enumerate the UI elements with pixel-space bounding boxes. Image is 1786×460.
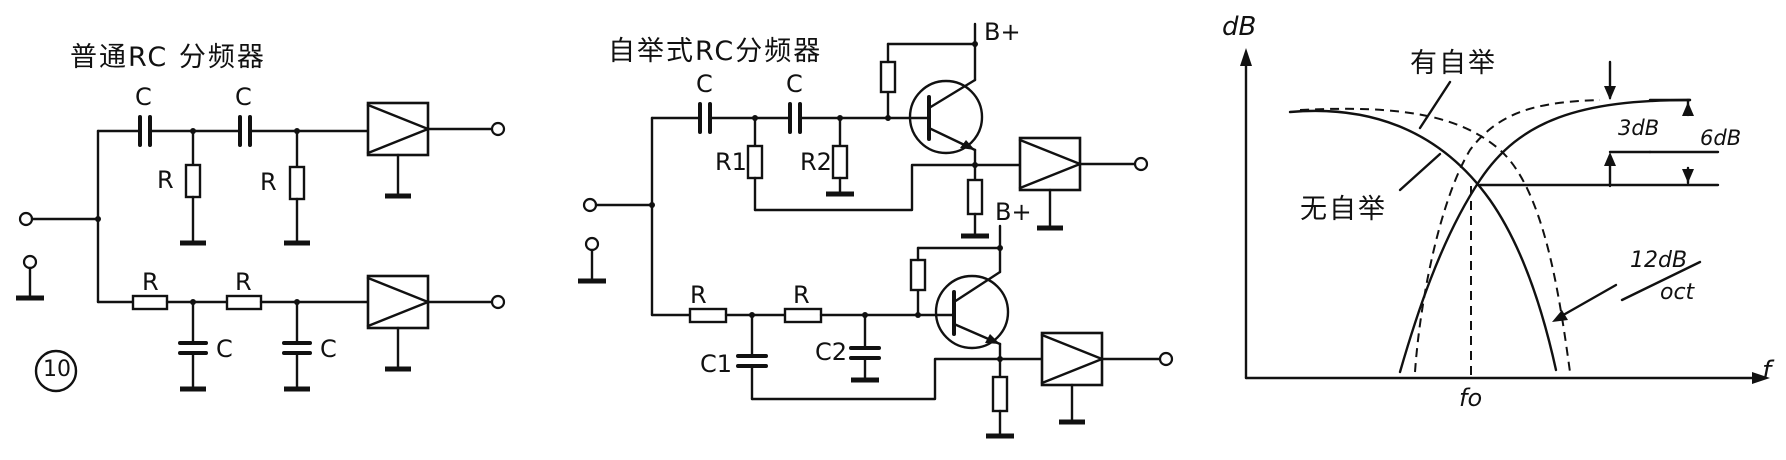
amplifier-high-left — [366, 101, 430, 157]
amplifier-low-left — [366, 274, 430, 330]
resistor-r1 — [184, 163, 202, 199]
resistor-r3 — [131, 294, 169, 311]
label-c-left-4: C — [320, 335, 337, 363]
output-terminal-low-left — [490, 294, 506, 310]
fo-label: fo — [1459, 384, 1483, 412]
label-3db: 3dB — [1618, 116, 1660, 140]
label-r-left-3: R — [142, 268, 159, 296]
curve-without-bootstrap-highpass — [1398, 98, 1692, 374]
title-ordinary-rc: 普通RC 分频器 — [70, 42, 266, 73]
label-supply-upper: B+ — [984, 18, 1021, 46]
resistor-bias-lower — [909, 258, 927, 292]
leader-without-bootstrap — [1398, 152, 1442, 192]
label-c1-mid: C1 — [700, 350, 733, 378]
resistor-emitter-upper — [966, 178, 984, 216]
resistor-emitter-lower — [991, 375, 1009, 413]
resistor-r1-mid — [746, 144, 764, 180]
label-r-left-4: R — [235, 268, 252, 296]
label-6db: 6dB — [1700, 126, 1742, 150]
output-terminal-high-mid — [1133, 156, 1149, 172]
curve-with-bootstrap-lowpass — [1299, 107, 1571, 373]
lowpass-branch-bootstrap — [650, 224, 1174, 439]
label-r-left-1: R — [157, 166, 174, 194]
lowpass-branch-left — [96, 274, 506, 392]
input-ground-terminal-mid — [584, 236, 600, 252]
label-r-mid-3: R — [690, 281, 707, 309]
label-without-bootstrap: 无自举 — [1300, 194, 1387, 225]
figure-number: 10 — [43, 357, 71, 382]
amplifier-high-mid — [1018, 136, 1082, 192]
label-c2-mid: C2 — [815, 338, 848, 366]
resistor-r2 — [288, 165, 306, 201]
resistor-r-lower-2 — [783, 307, 823, 324]
input-terminal-mid — [582, 197, 598, 213]
leader-with-bootstrap — [1418, 80, 1452, 130]
leader-slope — [1556, 283, 1618, 320]
transistor-lower — [934, 274, 1010, 350]
input-terminal — [18, 211, 34, 227]
label-c-left-3: C — [216, 335, 233, 363]
label-c-left-1: C — [135, 83, 152, 111]
output-terminal-high-left — [490, 121, 506, 137]
label-c-left-2: C — [235, 83, 252, 111]
slope-fraction-bar — [1620, 260, 1702, 302]
label-slope-bottom: oct — [1660, 280, 1695, 305]
input-ground-terminal — [22, 254, 38, 270]
label-r2-mid: R2 — [800, 148, 832, 176]
label-supply-lower: B+ — [995, 198, 1032, 226]
highpass-branch-bootstrap — [650, 22, 1149, 239]
resistor-r4 — [225, 294, 263, 311]
curve-with-bootstrap-highpass — [1414, 99, 1601, 373]
resistor-bias-upper — [879, 60, 897, 94]
amplifier-low-mid — [1040, 331, 1104, 387]
panel-middle-bootstrap-rc — [578, 22, 1174, 439]
label-c-mid-2: C — [786, 70, 803, 98]
panel-right-response — [1240, 48, 1770, 384]
label-c-mid-1: C — [696, 70, 713, 98]
panel-left-ordinary-rc — [16, 101, 506, 393]
title-bootstrap-rc: 自举式RC分频器 — [608, 36, 823, 67]
output-terminal-low-mid — [1158, 351, 1174, 367]
label-r-left-2: R — [260, 168, 277, 196]
x-axis-label: f — [1762, 356, 1772, 386]
label-r-mid-4: R — [793, 281, 810, 309]
figure-number-circle — [34, 349, 78, 393]
curve-without-bootstrap-lowpass — [1288, 109, 1558, 372]
y-axis-label: dB — [1222, 12, 1257, 42]
resistor-r2-mid — [831, 144, 849, 180]
label-slope-top: 12dB — [1630, 248, 1688, 273]
label-r1-mid: R1 — [715, 148, 747, 176]
highpass-branch-left — [96, 101, 506, 246]
label-with-bootstrap: 有自举 — [1410, 48, 1497, 79]
resistor-r-lower-1 — [688, 307, 728, 324]
